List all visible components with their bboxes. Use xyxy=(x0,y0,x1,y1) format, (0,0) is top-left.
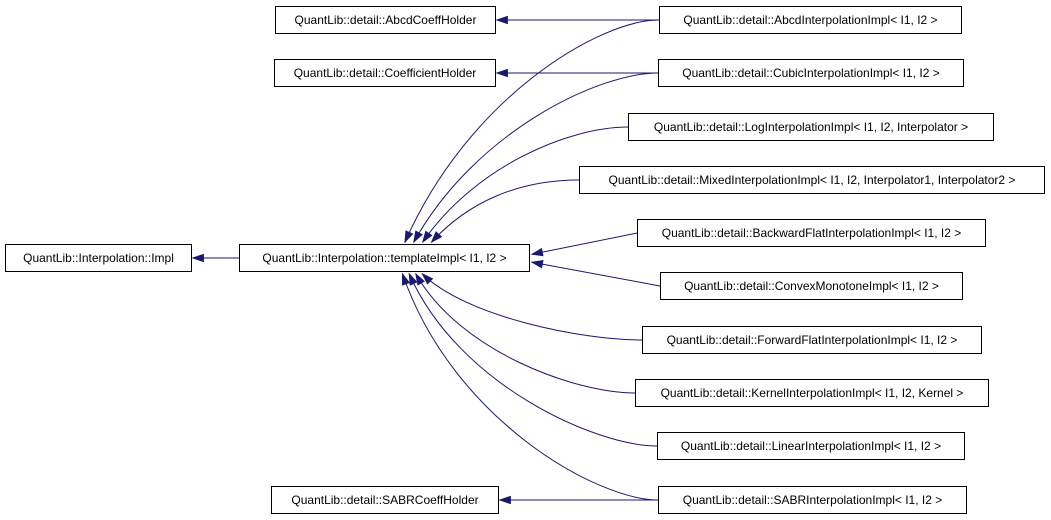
node-sabr-coeff-holder[interactable]: QuantLib::detail::SABRCoeffHolder xyxy=(271,486,499,514)
edge-convex_monotone_impl-to-template_impl xyxy=(531,261,661,287)
node-label: QuantLib::detail::MixedInterpolationImpl… xyxy=(608,173,1016,187)
edge-arrowhead xyxy=(530,247,544,257)
node-forward-flat-interpolation-impl[interactable]: QuantLib::detail::ForwardFlatInterpolati… xyxy=(642,326,982,354)
edge-arrowhead xyxy=(495,15,508,25)
node-label: QuantLib::detail::ConvexMonotoneImpl< I1… xyxy=(684,279,939,293)
edge-arrowhead xyxy=(530,260,544,269)
node-label: QuantLib::detail::ForwardFlatInterpolati… xyxy=(666,333,958,347)
node-linear-interpolation-impl[interactable]: QuantLib::detail::LinearInterpolationImp… xyxy=(657,432,965,460)
edge-arrowhead xyxy=(413,230,423,244)
node-cubic-interpolation-impl[interactable]: QuantLib::detail::CubicInterpolationImpl… xyxy=(658,59,964,87)
node-log-interpolation-impl[interactable]: QuantLib::detail::LogInterpolationImpl< … xyxy=(628,113,994,141)
node-abcd-coeff-holder[interactable]: QuantLib::detail::AbcdCoeffHolder xyxy=(275,6,496,34)
node-sabr-interpolation-impl[interactable]: QuantLib::detail::SABRInterpolationImpl<… xyxy=(658,486,967,514)
node-abcd-interpolation-impl[interactable]: QuantLib::detail::AbcdInterpolationImpl<… xyxy=(659,6,962,34)
edge-arrowhead xyxy=(430,231,443,244)
node-template-impl[interactable]: QuantLib::Interpolation::templateImpl< I… xyxy=(239,244,530,272)
edge-arrowhead xyxy=(421,230,433,244)
node-label: QuantLib::detail::CubicInterpolationImpl… xyxy=(682,66,940,80)
edge-backward_flat_impl-to-template_impl xyxy=(531,232,638,255)
node-coefficient-holder[interactable]: QuantLib::detail::CoefficientHolder xyxy=(274,59,496,87)
node-label: QuantLib::detail::AbcdInterpolationImpl<… xyxy=(683,13,938,27)
node-kernel-interpolation-impl[interactable]: QuantLib::detail::KernelInterpolationImp… xyxy=(635,379,989,407)
node-interpolation-impl[interactable]: QuantLib::Interpolation::Impl xyxy=(5,244,192,272)
edge-log_impl-to-template_impl xyxy=(422,126,629,243)
node-label: QuantLib::detail::SABRCoeffHolder xyxy=(291,493,479,507)
node-label: QuantLib::detail::KernelInterpolationImp… xyxy=(660,386,964,400)
node-mixed-interpolation-impl[interactable]: QuantLib::detail::MixedInterpolationImpl… xyxy=(579,166,1045,194)
edge-arrowhead xyxy=(404,230,414,244)
edge-mixed_impl-to-template_impl xyxy=(431,179,580,243)
edge-arrowhead xyxy=(495,68,508,78)
node-label: QuantLib::Interpolation::templateImpl< I… xyxy=(262,251,507,265)
edge-abcd_impl-to-template_impl xyxy=(404,19,660,243)
edge-cubic_impl-to-template_impl xyxy=(413,72,659,243)
edge-arrowhead xyxy=(408,272,418,286)
edge-forward_flat_impl-to-template_impl xyxy=(422,273,643,341)
node-convex-monotone-impl[interactable]: QuantLib::detail::ConvexMonotoneImpl< I1… xyxy=(660,272,963,300)
node-label: QuantLib::detail::LogInterpolationImpl< … xyxy=(653,120,969,134)
edge-kernel_impl-to-template_impl xyxy=(415,273,636,394)
edge-sabr_impl-to-template_impl xyxy=(402,273,659,501)
node-label: QuantLib::Interpolation::Impl xyxy=(23,251,174,265)
edge-arrowhead xyxy=(415,272,425,286)
node-label: QuantLib::detail::AbcdCoeffHolder xyxy=(294,13,477,27)
edge-arrowhead xyxy=(401,272,411,286)
node-backward-flat-interpolation-impl[interactable]: QuantLib::detail::BackwardFlatInterpolat… xyxy=(637,219,986,247)
node-label: QuantLib::detail::LinearInterpolationImp… xyxy=(680,439,942,453)
edge-arrowhead xyxy=(498,495,511,505)
node-label: QuantLib::detail::CoefficientHolder xyxy=(293,66,477,80)
edge-arrowhead xyxy=(421,272,434,285)
edge-linear_impl-to-template_impl xyxy=(408,273,658,447)
edge-arrowhead xyxy=(191,253,204,263)
node-label: QuantLib::detail::SABRInterpolationImpl<… xyxy=(682,493,943,507)
node-label: QuantLib::detail::BackwardFlatInterpolat… xyxy=(661,226,962,240)
